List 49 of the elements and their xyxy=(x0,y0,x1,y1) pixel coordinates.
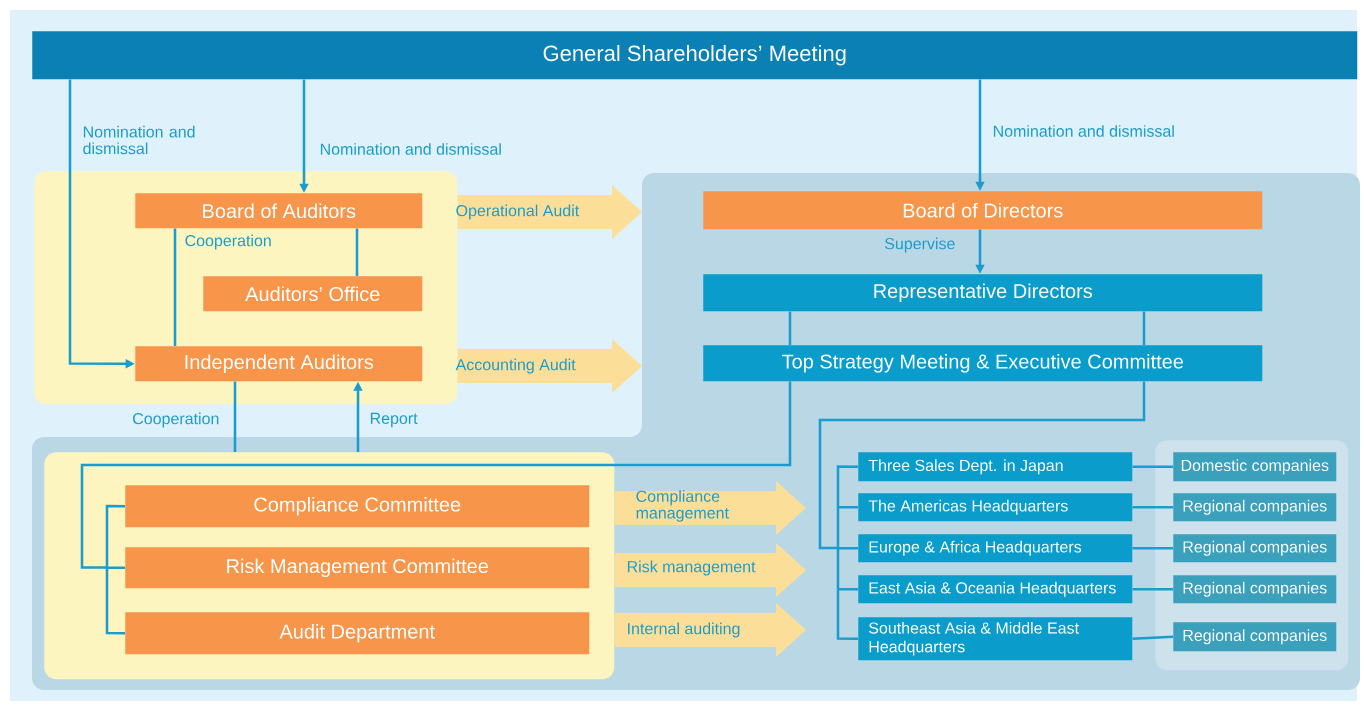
headquarters-box: Southeast Asia & Middle East Headquarters xyxy=(858,617,1133,661)
company-box: Regional companies xyxy=(1173,622,1337,652)
process-box: Audit Department xyxy=(125,612,590,655)
process-box: Top Strategy Meeting & Executive Committee xyxy=(703,345,1263,382)
process-box: Board of Directors xyxy=(703,191,1263,230)
connector-line xyxy=(1132,635,1174,641)
connector-line xyxy=(1142,311,1146,345)
edge-label: Operational Audit xyxy=(456,204,580,220)
connector-line xyxy=(173,228,177,346)
edge-label: Report xyxy=(370,412,418,428)
connector-line xyxy=(1132,465,1173,469)
block-arrow xyxy=(614,481,806,535)
process-box: Independent Auditors xyxy=(135,346,423,382)
process-box: Auditors’ Office xyxy=(203,276,423,312)
edge-label: Supervise xyxy=(885,237,955,253)
edge-label: Accounting Audit xyxy=(455,358,576,374)
headquarters-box: Three Sales Dept. in Japan xyxy=(858,452,1133,482)
connector-line xyxy=(80,380,792,635)
headquarters-box: Europe & Africa Headquarters xyxy=(858,534,1133,563)
block-arrow xyxy=(614,603,806,657)
process-box: Compliance Committee xyxy=(125,485,590,528)
company-box: Regional companies xyxy=(1173,575,1337,604)
headquarters-box: The Americas Headquarters xyxy=(858,493,1133,522)
process-box: Risk Management Committee xyxy=(125,547,590,589)
edge-label: Cooperation xyxy=(185,234,271,250)
connector-line xyxy=(1132,547,1173,550)
company-box: Regional companies xyxy=(1173,493,1337,522)
connector-line xyxy=(818,380,1146,641)
block-arrow xyxy=(457,185,642,239)
company-box: Regional companies xyxy=(1173,534,1337,563)
block-arrow xyxy=(457,339,642,393)
connector-line xyxy=(1132,588,1173,591)
company-box: Domestic companies xyxy=(1173,452,1337,482)
edge-label: Nomination and dismissal xyxy=(320,143,501,155)
headquarters-box: East Asia & Oceania Headquarters xyxy=(858,575,1133,604)
process-box: Board of Auditors xyxy=(135,193,423,229)
edge-label: Internal auditing xyxy=(628,622,740,638)
edge-label: Risk management xyxy=(627,560,756,576)
connector-line xyxy=(788,311,792,345)
edge-label: Cooperation xyxy=(133,412,219,428)
meeting-bar: General Shareholders’ Meeting xyxy=(32,31,1358,80)
connector-line xyxy=(355,228,359,276)
connector-line xyxy=(1132,506,1173,509)
edge-label: Compliance management xyxy=(636,490,729,522)
block-arrow xyxy=(614,543,806,597)
edge-label: Nomination and dismissal xyxy=(83,125,195,155)
edge-label: Nomination and dismissal xyxy=(993,125,1174,137)
connector-line xyxy=(233,381,237,452)
process-box: Representative Directors xyxy=(703,274,1263,312)
